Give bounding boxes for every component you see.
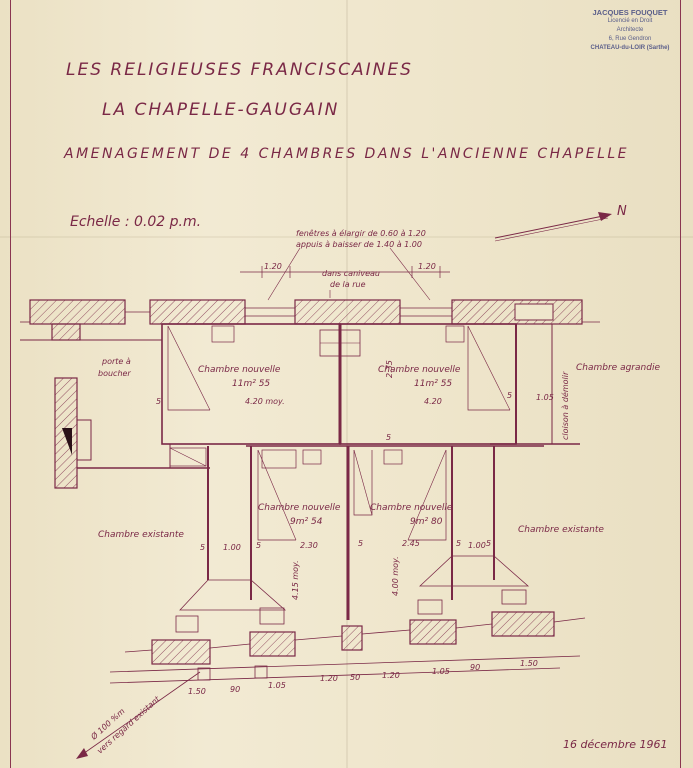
north-arrow: N [494,204,627,242]
dim-bottom-upper-4: 1.05 [432,667,450,676]
title-line-1: LES RELIGIEUSES FRANCISCAINES [66,60,413,80]
dim-bottom-lower-1: 1.50 [188,687,206,696]
label-door-2: boucher [98,369,131,378]
border-line-left [10,0,11,768]
stamp-line5: CHATEAU-du-LOIR (Sarthe) [590,45,670,51]
title-line-3: AMENAGEMENT DE 4 CHAMBRES DANS L'ANCIENN… [64,146,630,162]
dim-bottom-upper-3: 1.20 [382,671,400,680]
label-room-existing-right: Chambre existante [518,525,604,535]
dim-105: 1.05 [536,393,554,402]
dim-5-h: 5 [486,539,491,548]
note-street-2: de la rue [330,280,366,289]
dim-100-right: 1.00 [468,541,486,550]
note-windows-2: appuis à baisser de 1.40 à 1.00 [296,240,422,249]
room-walls-upper [161,323,553,445]
paper-fold-vertical [346,0,348,768]
label-room-new-2-dim: 4.20 [424,397,442,406]
stamp-line3: Architecte [616,27,644,33]
dim-5-a: 5 [156,397,161,406]
label-room-new-4: Chambre nouvelle [370,503,453,513]
dim-bottom-lower-2: 90 [230,685,240,694]
drawing-date: 16 décembre 1961 [563,738,668,751]
label-room-new-3: Chambre nouvelle [258,503,341,513]
title-line-2: LA CHAPELLE-GAUGAIN [102,100,340,120]
room-walls-lower [179,443,580,620]
note-wall: cloison à démolir [560,371,570,440]
note-street-1: dans caniveau [322,269,380,278]
dim-top-left: 1.20 [264,262,282,271]
dim-bottom-upper-5: 90 [470,663,480,672]
label-room-new-1-dim: 4.20 moy. [245,397,285,406]
border-line-right [680,0,681,768]
note-windows-1: fenêtres à élargir de 0.60 à 1.20 [296,228,426,238]
label-room-enlarged: Chambre agrandie [576,363,660,373]
dim-bottom-upper-1: 1.20 [320,674,338,683]
architect-stamp: JACQUES FOUQUET Licencié en Droit Archit… [575,8,685,53]
dim-bottom-lower-3: 1.05 [268,681,286,690]
dim-5-g: 5 [456,539,461,548]
facade-wall-bottom [76,589,586,759]
label-room-new-2: Chambre nouvelle [378,365,461,375]
dim-top-right: 1.20 [418,262,436,271]
dim-415: 4.15 moy. [291,560,300,600]
dim-bottom-upper-6: 1.50 [520,659,538,668]
stamp-line4: 6, Rue Gendron [608,36,652,42]
stamp-name: JACQUES FOUQUET [592,8,668,17]
stamp-line2: Licencié en Droit [607,18,653,24]
left-block [20,339,210,489]
dim-5-c: 5 [386,433,391,442]
label-room-new-4-area: 9m² 80 [410,517,443,527]
dim-100-left: 1.00 [223,543,241,552]
paper-fold-horizontal [0,236,693,238]
dim-235: 2.35 [385,360,394,378]
facade-wall-top [20,299,600,341]
dim-5-e: 5 [256,541,261,550]
label-room-new-1: Chambre nouvelle [198,365,281,375]
scale-label: Echelle : 0.02 p.m. [70,214,202,230]
dim-230: 2.30 [300,541,318,550]
label-room-new-1-area: 11m² 55 [232,379,270,389]
dim-5-f: 5 [358,539,363,548]
north-label: N [617,204,627,219]
dim-5-b: 5 [507,391,512,400]
label-door-1: porte à [101,357,131,366]
dim-245: 2.45 [402,539,420,548]
dim-400: 4.00 moy. [391,556,400,596]
label-room-existing-left: Chambre existante [98,530,184,540]
dim-5-d: 5 [200,543,205,552]
dim-bottom-upper-2: 50 [350,673,360,682]
label-room-new-3-area: 9m² 54 [290,517,323,527]
label-room-new-2-area: 11m² 55 [414,379,452,389]
